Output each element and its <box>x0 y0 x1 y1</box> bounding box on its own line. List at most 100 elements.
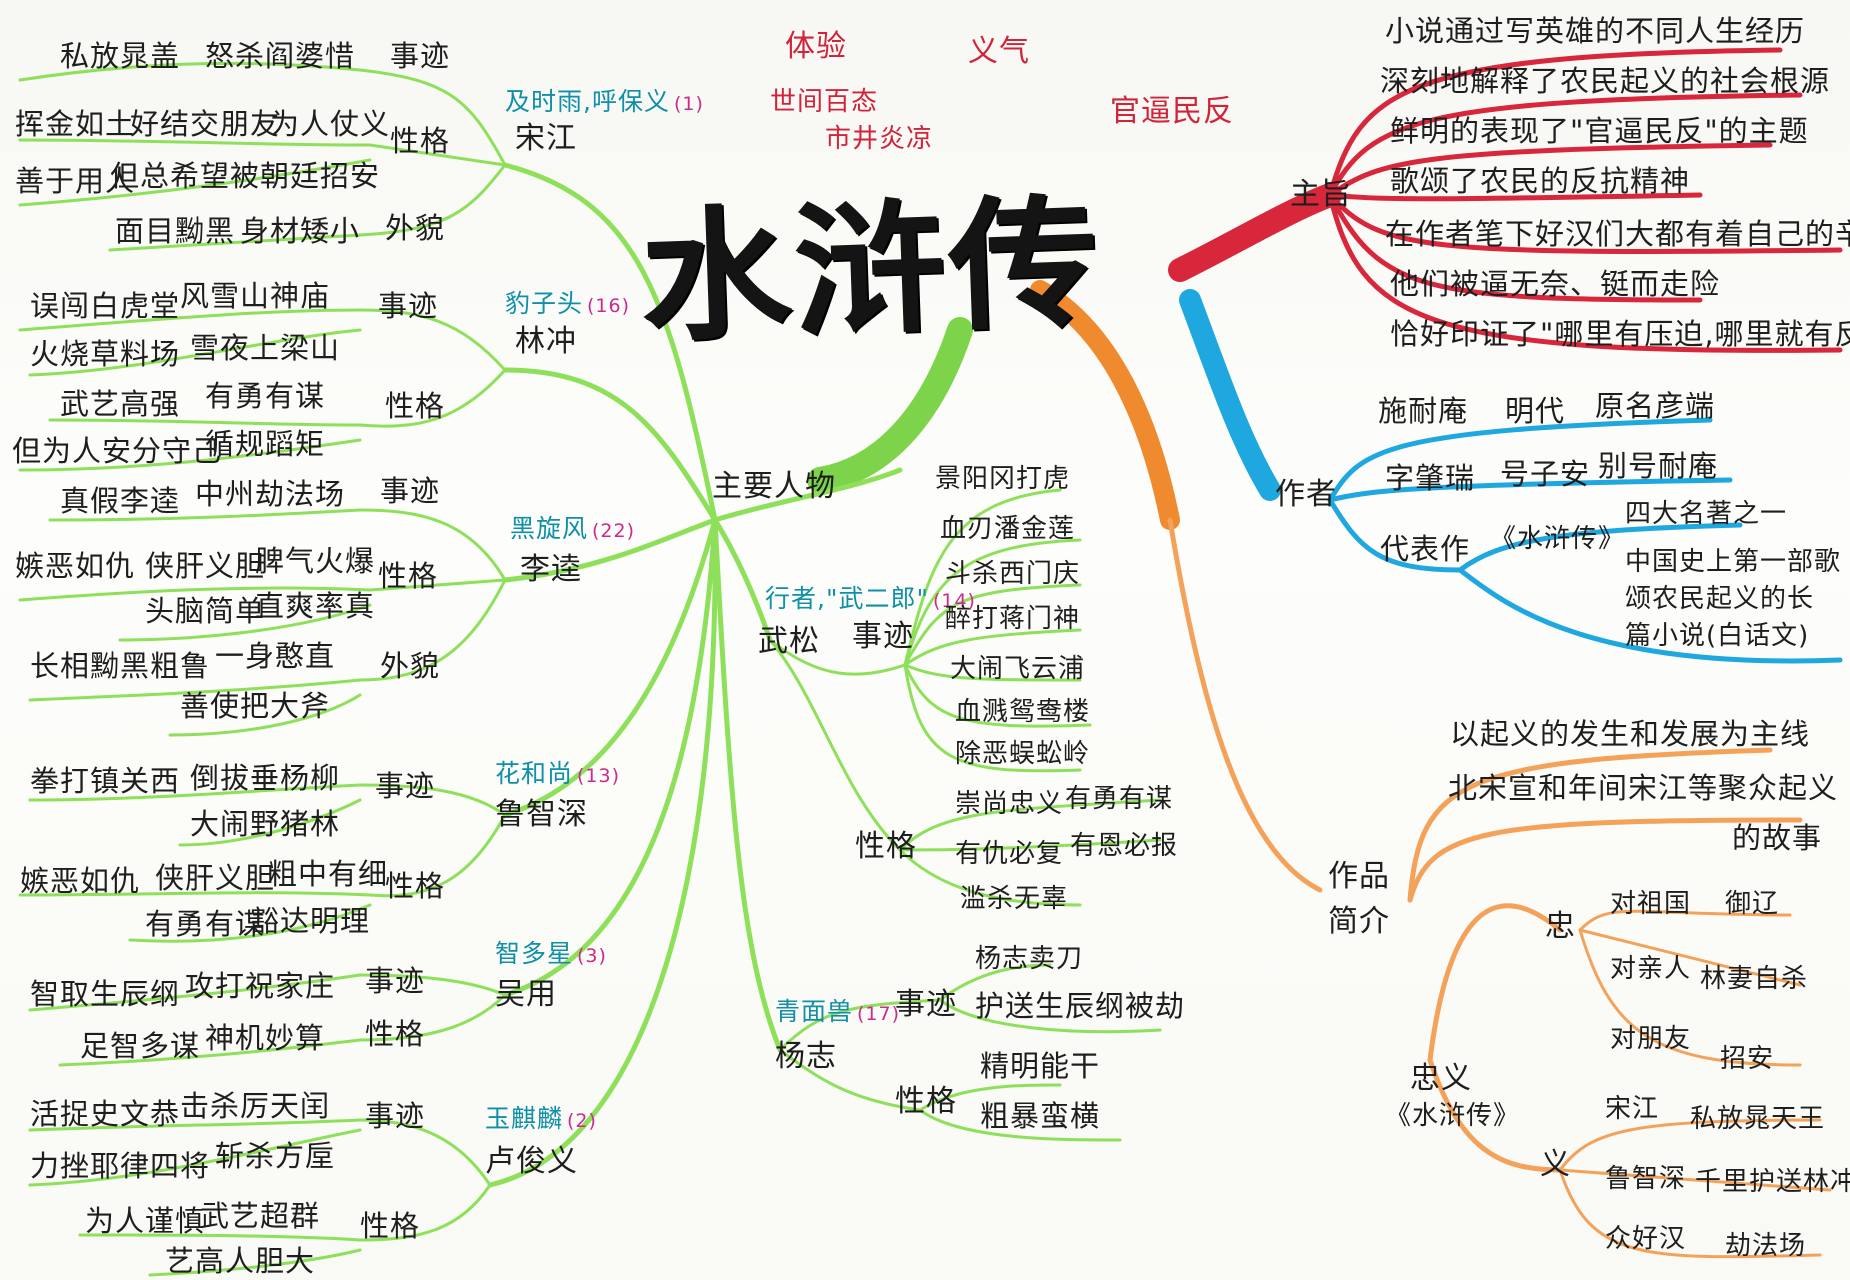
zhong-act: 招安 <box>1720 1044 1775 1074</box>
author-alias: 别号耐庵 <box>1598 449 1719 483</box>
yi-person: 众好汉 <box>1605 1224 1687 1254</box>
theme-line: 恰好印证了"哪里有压迫,哪里就有反抗" <box>1390 317 1850 351</box>
work-note: 颂农民起义的长 <box>1625 584 1815 614</box>
top-word-rebellion: 官逼民反 <box>1110 94 1234 129</box>
songjiang-trait: 挥金如土 <box>15 107 136 141</box>
luzhishen-trait: 嫉恶如仇 <box>20 864 141 898</box>
wusong-trait: 崇尚忠义 <box>955 789 1064 819</box>
songjiang-trait: 为人仗义 <box>270 107 391 141</box>
yangzhi-trait: 粗暴蛮横 <box>980 1099 1101 1133</box>
wusong-trait: 有勇有谋 <box>1065 784 1174 814</box>
wuyong-deed: 攻打祝家庄 <box>185 969 336 1003</box>
likui-deed: 真假李逵 <box>60 484 181 518</box>
likui-appearance-label: 外貌 <box>380 649 441 683</box>
linchong-name: 林冲 <box>515 324 577 359</box>
yangzhi-trait: 精明能干 <box>980 1049 1101 1083</box>
work-note: 中国史上第一部歌 <box>1625 547 1842 577</box>
songjiang-nickname: 及时雨,呼保义(1) <box>505 87 704 116</box>
lujunyi-trait: 艺高人胆大 <box>165 1244 316 1278</box>
wuyong-trait: 足智多谋 <box>80 1029 201 1063</box>
wuyong-personality-label: 性格 <box>365 1017 426 1051</box>
linchong-trait: 循规蹈矩 <box>205 427 326 461</box>
likui-name: 李逵 <box>520 552 582 587</box>
likui-trait: 嫉恶如仇 <box>15 549 136 583</box>
songjiang-personality-label: 性格 <box>390 124 451 158</box>
intro-label: 作品 <box>1328 859 1390 894</box>
theme-line: 在作者笔下好汉们大都有着自己的辛酸 <box>1385 217 1850 251</box>
lujunyi-personality-label: 性格 <box>360 1209 421 1243</box>
yangzhi-deed: 杨志卖刀 <box>975 944 1084 974</box>
wuyong-nickname: 智多星(3) <box>495 939 607 968</box>
author-original-name: 原名彦端 <box>1595 389 1716 423</box>
yi-person: 鲁智深 <box>1605 1164 1687 1194</box>
link-center-wusong <box>712 517 773 643</box>
luzhishen-trait: 粗中有细 <box>268 857 389 891</box>
lujunyi-deed: 斩杀方垕 <box>215 1139 336 1173</box>
link-center-songjiang <box>502 162 718 523</box>
songjiang-appearance-label: 外貌 <box>385 211 446 245</box>
linchong-trait: 但为人安分守己 <box>12 434 223 468</box>
intro-label-2: 简介 <box>1328 904 1390 939</box>
mind-map-title: 水浒传 <box>637 180 1106 362</box>
wusong-deed: 血刃潘金莲 <box>940 514 1076 544</box>
lujunyi-trait: 为人谨慎 <box>85 1204 206 1238</box>
work-note: 四大名著之一 <box>1625 499 1788 529</box>
likui-look: 一身憨直 <box>215 639 336 673</box>
author-work: 《水浒传》 <box>1490 524 1626 554</box>
zhong-target: 对亲人 <box>1610 954 1692 984</box>
theme-line: 小说通过写英雄的不同人生经历 <box>1385 14 1806 48</box>
branch-blue-main <box>1179 289 1281 501</box>
songjiang-look: 面目黝黑 <box>115 214 236 248</box>
lujunyi-deed: 活捉史文恭 <box>30 1097 181 1131</box>
top-word-world: 世间百态 <box>770 87 879 117</box>
loyalty-book: 《水浒传》 <box>1385 1101 1521 1131</box>
wusong-deed: 景阳冈打虎 <box>935 464 1071 494</box>
linchong-deed: 火烧草料场 <box>30 337 181 371</box>
top-word-market: 市井炎凉 <box>825 124 934 154</box>
zhong-target: 对朋友 <box>1610 1024 1692 1054</box>
theme-label: 主旨 <box>1290 177 1352 212</box>
songjiang-trait: 但总希望被朝廷招安 <box>110 159 381 193</box>
yangzhi-nickname: 青面兽(17) <box>775 997 901 1026</box>
author-name: 施耐庵 <box>1378 394 1469 428</box>
yi-act: 私放晁天王 <box>1690 1104 1826 1134</box>
top-word-experience: 体验 <box>785 29 847 64</box>
theme-line: 深刻地解释了农民起义的社会根源 <box>1380 64 1831 98</box>
luzhishen-personality-label: 性格 <box>385 869 446 903</box>
wuyong-trait: 神机妙算 <box>205 1021 326 1055</box>
zhong-act: 御辽 <box>1725 889 1780 919</box>
wuyong-deed: 智取生辰纲 <box>30 977 181 1011</box>
likui-trait: 侠肝义胆 <box>145 549 266 583</box>
likui-deed: 中州劫法场 <box>195 477 346 511</box>
linchong-deed: 误闯白虎堂 <box>30 289 181 323</box>
songjiang-trait: 善于用人 <box>15 164 136 198</box>
yi-act: 千里护送林冲 <box>1695 1167 1850 1197</box>
yangzhi-deeds-label: 事迹 <box>895 987 957 1022</box>
zhong-target: 对祖国 <box>1610 889 1692 919</box>
wusong-name: 武松 <box>758 624 820 659</box>
yangzhi-deed: 护送生辰纲被劫 <box>975 989 1186 1023</box>
luzhishen-deed: 倒拔垂杨柳 <box>190 761 341 795</box>
likui-nickname: 黑旋风(22) <box>510 514 636 543</box>
luzhishen-deeds-label: 事迹 <box>375 769 436 803</box>
link-center-label <box>712 467 903 523</box>
author-courtesy-name: 字肇瑞 <box>1385 461 1476 495</box>
yangzhi-personality-label: 性格 <box>895 1084 957 1119</box>
lujunyi-trait: 武艺超群 <box>200 1199 321 1233</box>
theme-line: 歌颂了农民的反抗精神 <box>1390 164 1691 198</box>
yi-person: 宋江 <box>1605 1094 1660 1124</box>
linchong-nickname: 豹子头(16) <box>505 289 631 318</box>
linchong-personality-label: 性格 <box>385 389 446 423</box>
linchong-trait: 武艺高强 <box>60 387 181 421</box>
luzhishen-trait: 有勇有谋 <box>145 907 266 941</box>
author-work-label: 代表作 <box>1380 532 1471 566</box>
wusong-deed: 大闹飞云浦 <box>950 654 1086 684</box>
luzhishen-trait: 侠肝义胆 <box>155 861 276 895</box>
branch-orange-main <box>1030 280 1180 530</box>
wusong-trait: 滥杀无辜 <box>960 884 1069 914</box>
linchong-deed: 雪夜上梁山 <box>190 331 341 365</box>
linchong-trait: 有勇有谋 <box>205 379 326 413</box>
loyalty-label: 忠义 <box>1410 1061 1472 1096</box>
